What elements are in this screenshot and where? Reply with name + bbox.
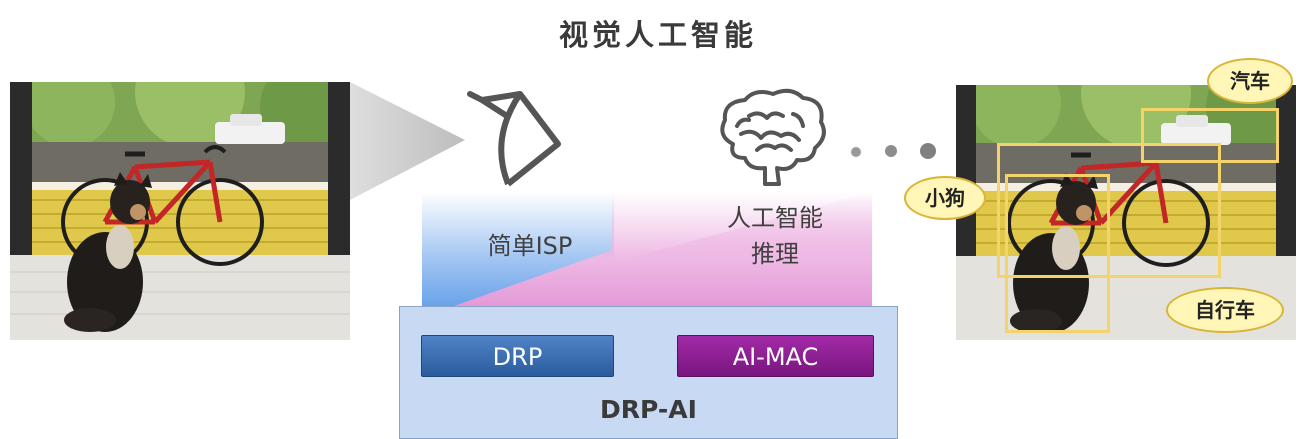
progress-dot [920,143,936,159]
drp-chip: DRP [421,335,614,377]
bicycle-callout: 自行车 [1166,287,1284,333]
dog-detection-box [1005,174,1110,333]
car-callout: 汽车 [1207,58,1293,104]
ai-stage-label-line1: 人工智能 [727,204,823,232]
ai-stage-label-line2: 推理 [751,240,799,268]
dog-callout: 小狗 [904,176,986,220]
drp-ai-label: DRP-AI [600,395,697,424]
isp-stage-label: 简单ISP [487,232,573,260]
progress-dot [851,147,861,157]
diagram-title: 视觉人工智能 [558,18,757,52]
camera-icon [467,91,561,187]
car-detection-box [1141,108,1279,163]
ai-stage-label: 人工智能 推理 [685,200,865,272]
progress-dot [885,145,897,157]
brain-icon [720,88,826,186]
output-photo [956,85,1296,340]
input-funnel [350,82,465,200]
input-photo [10,82,350,340]
ai-mac-chip: AI-MAC [677,335,874,377]
